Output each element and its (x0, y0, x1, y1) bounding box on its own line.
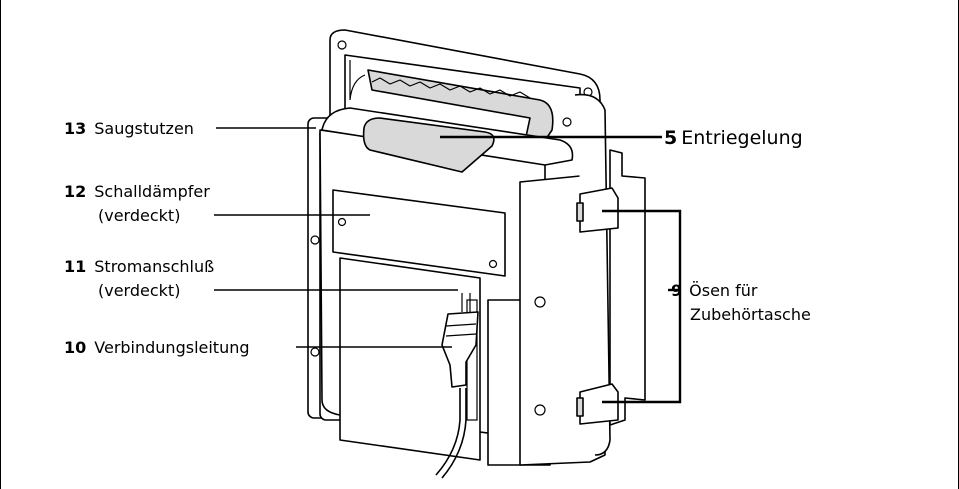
handle-grip-texture (371, 77, 531, 99)
lower-body (339, 257, 481, 461)
callout-12-line2: (verdeckt) (98, 206, 180, 225)
callout-9-line2: Zubehörtasche (690, 305, 811, 324)
eyelet-bottom-slot (576, 397, 584, 417)
eyelet-bottom (579, 383, 619, 425)
eyelet-top-slot (576, 202, 584, 222)
left-bracket-hole-top (310, 235, 320, 245)
handle-slot (349, 60, 366, 101)
plug-ridges (445, 323, 477, 337)
column-hole-top (534, 296, 546, 308)
right-rear-bracket (609, 149, 646, 426)
cable-wire-left (435, 388, 461, 476)
callout-11-line2: (verdeckt) (98, 281, 180, 300)
shoulder-screw (562, 117, 572, 127)
plug (441, 311, 479, 388)
cable-wire-right (441, 388, 467, 479)
right-side-edge (574, 93, 611, 456)
column-hole-bottom (534, 404, 546, 416)
cover-screw-left (337, 217, 347, 227)
cable-stub (461, 293, 471, 312)
device-illustration (307, 29, 646, 479)
eyelet-top (579, 187, 619, 233)
handle-screw-top-left (337, 40, 347, 50)
cover-screw-right (488, 259, 498, 269)
left-bracket-hole-bottom (310, 347, 320, 357)
leader-9 (602, 209, 682, 404)
silencer-cover-plate (332, 189, 506, 277)
